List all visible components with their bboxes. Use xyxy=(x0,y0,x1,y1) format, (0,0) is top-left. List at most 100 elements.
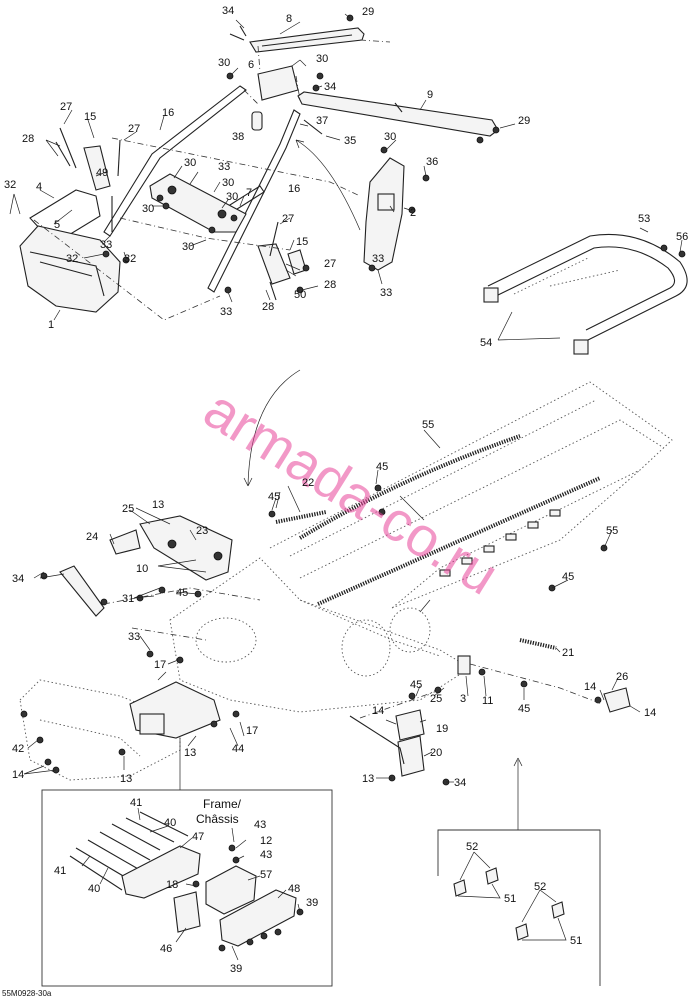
callout-32: 32 xyxy=(4,179,16,191)
part-24-bracket xyxy=(109,529,141,555)
callout-33: 33 xyxy=(380,287,392,299)
callout-13: 13 xyxy=(184,747,196,759)
callout-44: 44 xyxy=(232,743,244,755)
callout-55: 55 xyxy=(606,525,618,537)
callout-28: 28 xyxy=(324,279,336,291)
part-15-bracket xyxy=(287,249,307,275)
inset-label-frame: Frame/ xyxy=(203,797,242,811)
part-55-slide-rail-left xyxy=(298,434,521,540)
callout-49: 49 xyxy=(96,167,108,179)
callout-28: 28 xyxy=(262,301,274,313)
callout-8: 8 xyxy=(286,13,292,25)
callout-40: 40 xyxy=(88,883,100,895)
part-26-plate xyxy=(603,687,631,713)
fasteners-top xyxy=(55,14,500,301)
callout-32: 32 xyxy=(124,253,136,265)
inset-frame xyxy=(41,789,333,987)
callout-14: 14 xyxy=(372,705,384,717)
callout-32: 32 xyxy=(66,253,78,265)
callout-17: 17 xyxy=(246,725,258,737)
part-38-spacer xyxy=(251,111,263,131)
callout-33: 33 xyxy=(218,161,230,173)
callout-54: 54 xyxy=(480,337,492,349)
callout-53: 53 xyxy=(638,213,650,225)
callout-45: 45 xyxy=(410,679,422,691)
callout-56: 56 xyxy=(676,231,688,243)
callout-39: 39 xyxy=(306,897,318,909)
callout-40: 40 xyxy=(164,817,176,829)
part-9-long-bar xyxy=(297,91,499,137)
callout-30: 30 xyxy=(316,53,328,65)
callout-34: 34 xyxy=(324,81,336,93)
part-34-front-strut xyxy=(59,565,105,617)
part-48-side-plate xyxy=(219,889,297,947)
inset-label-chassis: Châssis xyxy=(196,812,239,826)
callout-35: 35 xyxy=(344,135,356,147)
inset-detail-box: Frame/ Châssis xyxy=(41,789,333,987)
callout-6: 6 xyxy=(248,59,254,71)
upper-structure-parts xyxy=(19,14,500,321)
callout-13: 13 xyxy=(120,773,132,785)
callout-1: 1 xyxy=(48,319,54,331)
callout-25: 25 xyxy=(122,503,134,515)
callout-16: 16 xyxy=(162,107,174,119)
tunnel-side-panel xyxy=(169,557,471,713)
callout-33: 33 xyxy=(372,253,384,265)
part-53-rear-bumper xyxy=(487,233,688,345)
watermark: armada-co.ru xyxy=(194,377,510,607)
part-3-block xyxy=(457,655,471,675)
callout-43: 43 xyxy=(254,819,266,831)
callout-52: 52 xyxy=(466,841,478,853)
callout-39: 39 xyxy=(230,963,242,975)
callout-45: 45 xyxy=(518,703,530,715)
part-53-rear-bumper-assembly xyxy=(483,233,688,355)
callout-24: 24 xyxy=(86,531,98,543)
callout-19: 19 xyxy=(436,723,448,735)
callout-45: 45 xyxy=(268,491,280,503)
callout-9: 9 xyxy=(427,89,433,101)
part-51-clip-2 xyxy=(485,867,499,885)
part-50-plate xyxy=(257,243,291,285)
callout-37: 37 xyxy=(316,115,328,127)
callout-57: 57 xyxy=(260,869,272,881)
callout-33: 33 xyxy=(220,306,232,318)
callout-45: 45 xyxy=(562,571,574,583)
part-47-side-plate xyxy=(121,845,201,899)
callout-31: 31 xyxy=(122,593,134,605)
part-22-spring xyxy=(275,510,327,524)
callout-23: 23 xyxy=(196,525,208,537)
callout-18: 18 xyxy=(166,879,178,891)
part-46-plate xyxy=(173,891,201,933)
callout-42: 42 xyxy=(12,743,24,755)
callout-47: 47 xyxy=(192,831,204,843)
part-51-clip-3 xyxy=(515,923,529,941)
callout-12: 12 xyxy=(260,835,272,847)
callout-4: 4 xyxy=(36,181,42,193)
callout-30: 30 xyxy=(226,191,238,203)
part-21-spring xyxy=(519,638,557,650)
callout-36: 36 xyxy=(426,156,438,168)
callout-14: 14 xyxy=(644,707,656,719)
callout-27: 27 xyxy=(324,258,336,270)
callout-20: 20 xyxy=(430,747,442,759)
callout-13: 13 xyxy=(152,499,164,511)
callout-48: 48 xyxy=(288,883,300,895)
callout-52: 52 xyxy=(534,881,546,893)
callout-30: 30 xyxy=(384,131,396,143)
callout-22: 22 xyxy=(302,477,314,489)
callout-45: 45 xyxy=(176,587,188,599)
callout-38: 38 xyxy=(232,131,244,143)
callout-50: 50 xyxy=(294,289,306,301)
callout-11: 11 xyxy=(482,695,493,707)
part-51-clip-4 xyxy=(551,901,565,919)
callout-55: 55 xyxy=(422,419,434,431)
inset-frame-2 xyxy=(437,829,601,986)
callout-30: 30 xyxy=(142,203,154,215)
callout-15: 15 xyxy=(84,111,96,123)
part-6-bracket xyxy=(257,65,299,101)
callout-labels: 34 8 29 30 6 30 34 9 29 37 38 35 30 36 2… xyxy=(2,5,688,998)
inset-detail-box-2 xyxy=(437,829,601,986)
arrow-top-to-frame xyxy=(247,369,301,487)
callout-45: 45 xyxy=(376,461,388,473)
arrow-to-bracket xyxy=(295,139,361,231)
